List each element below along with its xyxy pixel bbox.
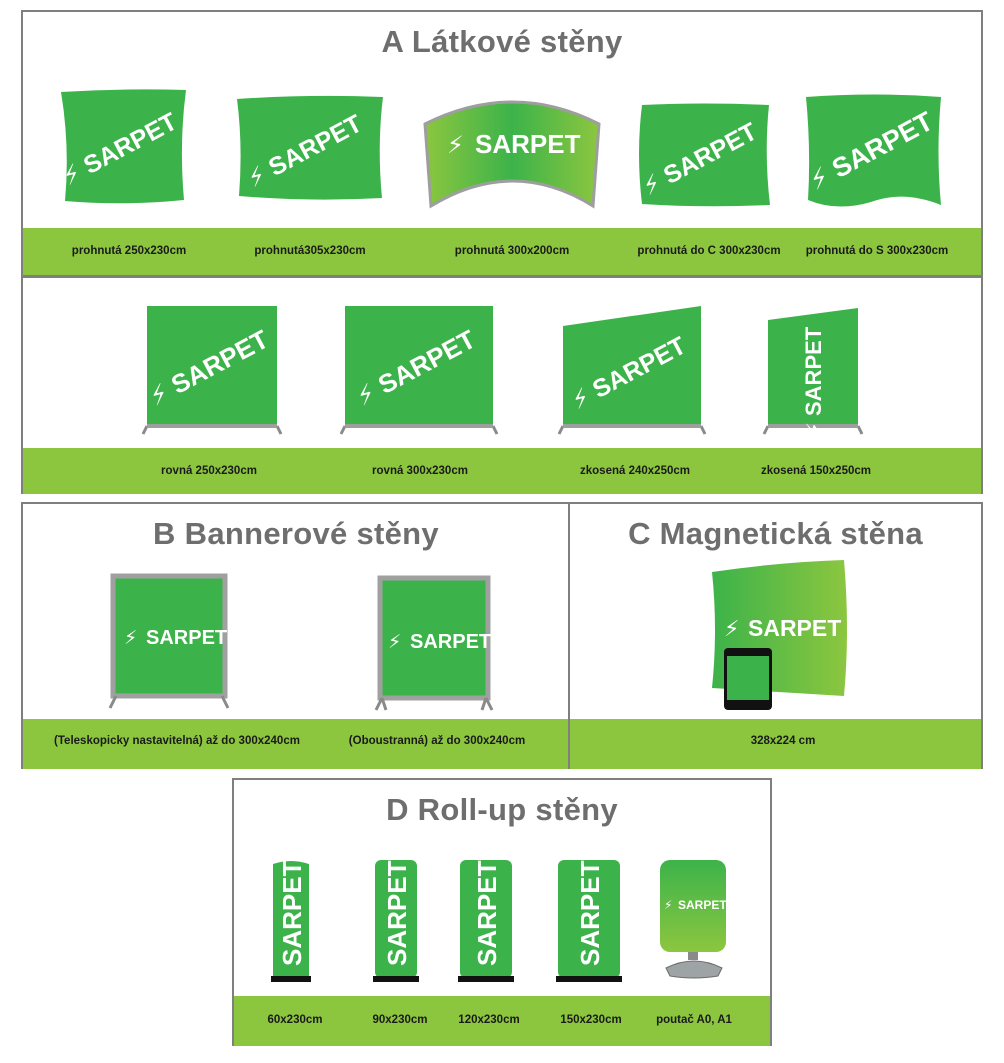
double-sided-banner-wall-image: SARPET ⚡: [374, 575, 494, 711]
sarpet-symbol-icon: ⚡: [388, 632, 401, 653]
section-a-title: A Látkové stěny: [381, 24, 623, 59]
magnetic-wall-label: 328x224 cm: [750, 735, 816, 747]
curved-wall-305-image: SARPET ⚡: [237, 95, 383, 200]
sarpet-logo: SARPET: [277, 860, 307, 966]
sarpet-symbol-icon: ⚡: [724, 616, 739, 641]
sarpet-symbol-icon: ⚡: [447, 132, 464, 159]
straight-wall-250-image: SARPET ⚡: [141, 306, 283, 435]
rollup-label-120: 120x230cm: [458, 1014, 520, 1026]
curved-wall-300-arc-image: SARPET ⚡: [423, 100, 601, 209]
banner-label-telescopic: (Teleskopicky nastavitelná) až do 300x24…: [54, 735, 300, 747]
sarpet-logo: SARPET: [801, 326, 826, 416]
magnetic-wall-image: SARPET ⚡: [712, 560, 847, 710]
rollup-label-90: 90x230cm: [372, 1014, 428, 1026]
rollup-150-image: SARPET: [556, 860, 622, 982]
rollup-120-image: SARPET: [458, 860, 514, 982]
wall-label-slanted-150: zkosená 150x250cm: [761, 465, 871, 477]
rollup-label-60: 60x230cm: [267, 1014, 323, 1026]
slanted-wall-240-image: SARPET ⚡: [557, 306, 707, 435]
section-a-band-row1: [23, 228, 981, 275]
section-b-band: [23, 719, 569, 769]
wall-label-slanted-240: zkosená 240x250cm: [580, 465, 690, 477]
sarpet-logo: SARPET: [575, 860, 605, 966]
sarpet-logo: SARPET: [678, 898, 727, 912]
sarpet-logo: SARPET: [410, 631, 491, 653]
slanted-wall-150-image: SARPET ⚡: [762, 308, 864, 436]
section-c-band: [570, 719, 981, 769]
wall-label-curved-250: prohnutá 250x230cm: [71, 245, 187, 257]
telescopic-banner-wall-image: SARPET ⚡: [108, 573, 230, 709]
wall-label-straight-250: rovná 250x230cm: [161, 465, 257, 477]
rollup-60-image: SARPET: [271, 860, 311, 982]
sarpet-symbol-icon: ⚡: [804, 422, 826, 436]
curved-wall-250-image: SARPET ⚡: [58, 89, 186, 204]
wall-label-curved-c: prohnutá do C 300x230cm: [637, 245, 781, 257]
sarpet-symbol-icon: ⚡: [124, 628, 137, 649]
sarpet-logo: SARPET: [475, 129, 581, 159]
section-d-title: D Roll-up stěny: [386, 792, 618, 827]
banner-label-double-sided: (Oboustranná) až do 300x240cm: [348, 735, 526, 747]
wall-label-curved-s: prohnutá do S 300x230cm: [805, 245, 949, 257]
poster-a0-a1-image: SARPET ⚡: [660, 860, 727, 979]
wall-label-straight-300: rovná 300x230cm: [372, 465, 468, 477]
section-a-divider: [23, 275, 981, 278]
sarpet-symbol-icon: ⚡: [664, 898, 672, 912]
wall-label-curved-305: prohnutá305x230cm: [254, 245, 366, 257]
sarpet-logo: SARPET: [382, 860, 412, 966]
sarpet-logo: SARPET: [146, 627, 227, 649]
section-c-panel: C Magnetická stěna 328x224 cm: [568, 502, 983, 769]
section-a-band-row2: [23, 448, 981, 494]
curved-c-wall-image: SARPET ⚡: [638, 103, 770, 207]
rollup-90-image: SARPET: [373, 860, 419, 982]
section-b-title: B Bannerové stěny: [153, 516, 439, 551]
straight-wall-300-image: SARPET ⚡: [339, 306, 499, 435]
rollup-label-poster: poutač A0, A1: [656, 1014, 732, 1026]
section-d-band: [234, 996, 770, 1046]
curved-s-wall-image: SARPET ⚡: [804, 94, 941, 207]
rollup-label-150: 150x230cm: [560, 1014, 622, 1026]
sarpet-logo: SARPET: [472, 860, 502, 966]
wall-label-curved-300: prohnutá 300x200cm: [454, 245, 570, 257]
section-c-title: C Magnetická stěna: [628, 516, 923, 551]
sarpet-logo: SARPET: [748, 615, 841, 641]
